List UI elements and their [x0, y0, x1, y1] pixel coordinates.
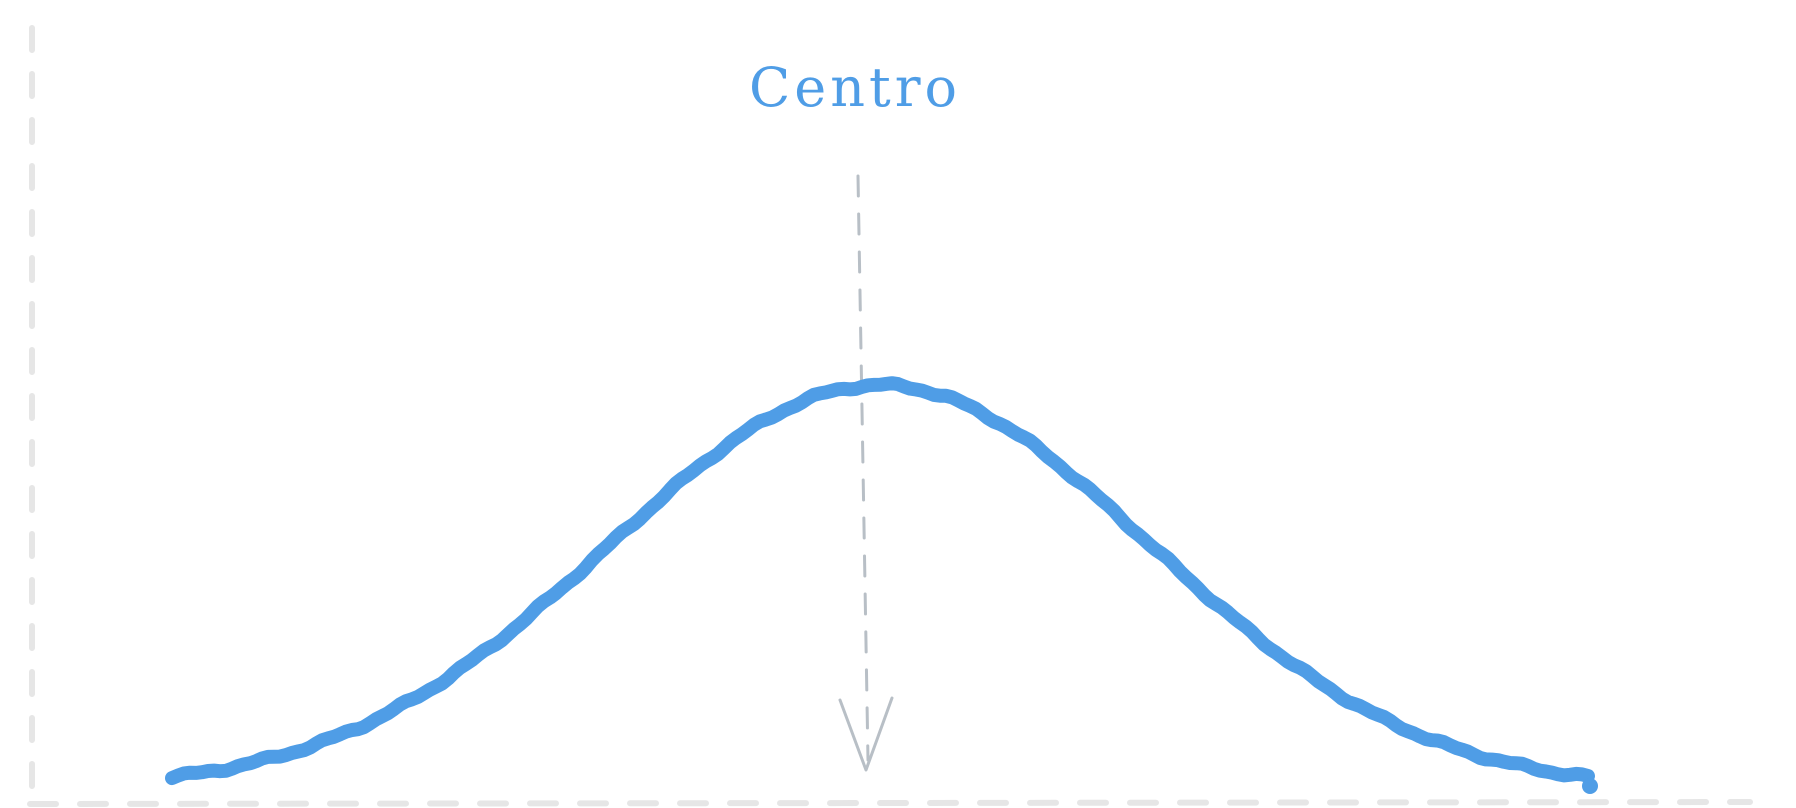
down-arrow-icon — [838, 696, 894, 772]
curve-end-dot — [1582, 778, 1598, 794]
center-dashed-line — [856, 174, 870, 762]
center-label: Centro — [749, 56, 961, 119]
center-indicator — [838, 174, 894, 772]
bell-curve — [165, 376, 1595, 786]
x-axis — [27, 799, 1753, 807]
